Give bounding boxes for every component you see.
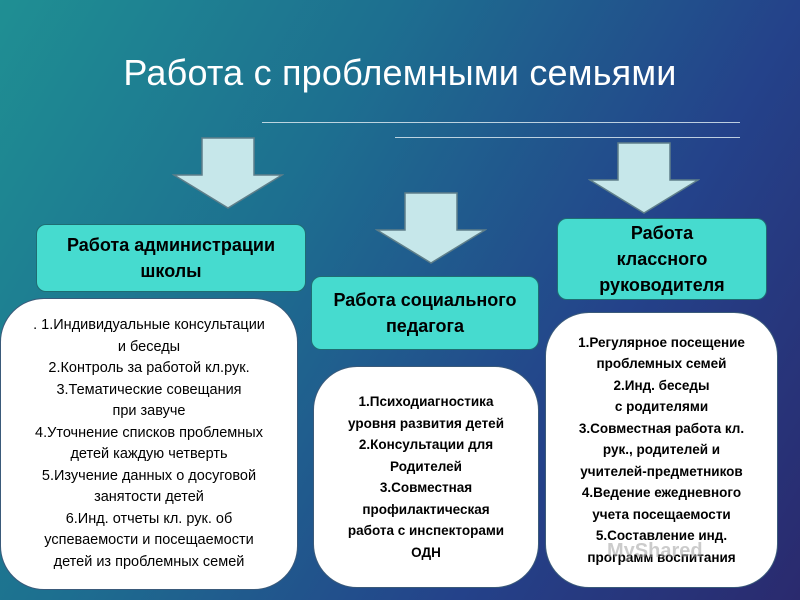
down-arrow-icon [172,137,284,209]
divider-line-bottom [395,137,740,138]
list-item: детей из проблемных семей [53,553,245,570]
class-teacher-header-line: руководителя [599,275,725,295]
list-item: учета посещаемости [592,506,731,522]
social-pedagogue-header-line: Работа социального [333,290,517,310]
list-item: программ воспитания [587,549,736,565]
list-item: 1.Психодиагностика [358,394,494,409]
class-teacher-header-line: Работа [630,223,694,243]
list-item: занятости детей [94,489,204,505]
list-item: 3.Тематические совещания [56,381,242,398]
list-item: . 1.Индивидуальные консультации [33,317,265,333]
list-item: 4.Уточнение списков проблемных [35,424,263,441]
social-pedagogue-header-line: педагога [385,316,465,336]
admin-work-header-line: школы [140,261,202,281]
page-title: Работа с проблемными семьями [123,52,677,93]
list-item: 5.Составление инд. [595,528,728,544]
list-item: успеваемости и посещаемости [44,532,254,548]
list-item: и беседы [117,338,181,355]
list-item: 3.Совместная [379,480,473,495]
social-pedagogue-list: 1.Психодиагностика уровня развития детей… [313,366,539,588]
list-item: при завуче [112,403,186,419]
class-teacher-header: Работа классного руководителя [557,218,767,300]
class-teacher-list: 1.Регулярное посещение проблемных семей … [545,312,778,588]
list-item: работа с инспекторами [347,523,505,538]
admin-work-header: Работа администрации школы [36,224,306,292]
admin-work-header-line: Работа администрации [66,235,276,255]
watermark-logo: MyShared [607,540,703,562]
list-item: 1.Регулярное посещение [578,334,745,350]
list-item: учителей-предметников [580,463,743,479]
list-item: 2.Инд. беседы [613,377,710,393]
list-item: 2.Консультации для [358,437,494,452]
list-item: 5.Изучение данных о досуговой [41,467,257,484]
list-item: с родителями [614,399,709,415]
social-pedagogue-header: Работа социального педагога [311,276,539,350]
list-item: детей каждую четверть [70,446,228,462]
list-item: уровня развития детей [348,415,504,431]
divider-line-top [262,122,740,123]
list-item: 3.Совместная работа кл. [578,420,745,436]
list-item: профилактическая [362,501,490,517]
down-arrow-icon [588,142,700,214]
admin-work-list: . 1.Индивидуальные консультации и беседы… [0,298,298,590]
list-item: 4.Ведение ежедневного [581,485,742,501]
list-item: 6.Инд. отчеты кл. рук. об [65,510,233,527]
list-item: Родителей [390,458,462,474]
list-item: ОДН [411,544,441,560]
list-item: 2.Контроль за работой кл.рук. [48,360,250,376]
list-item: проблемных семей [596,356,727,372]
class-teacher-header-line: классного [616,249,708,269]
list-item: рук., родителей и [602,442,721,458]
down-arrow-icon [375,192,487,264]
